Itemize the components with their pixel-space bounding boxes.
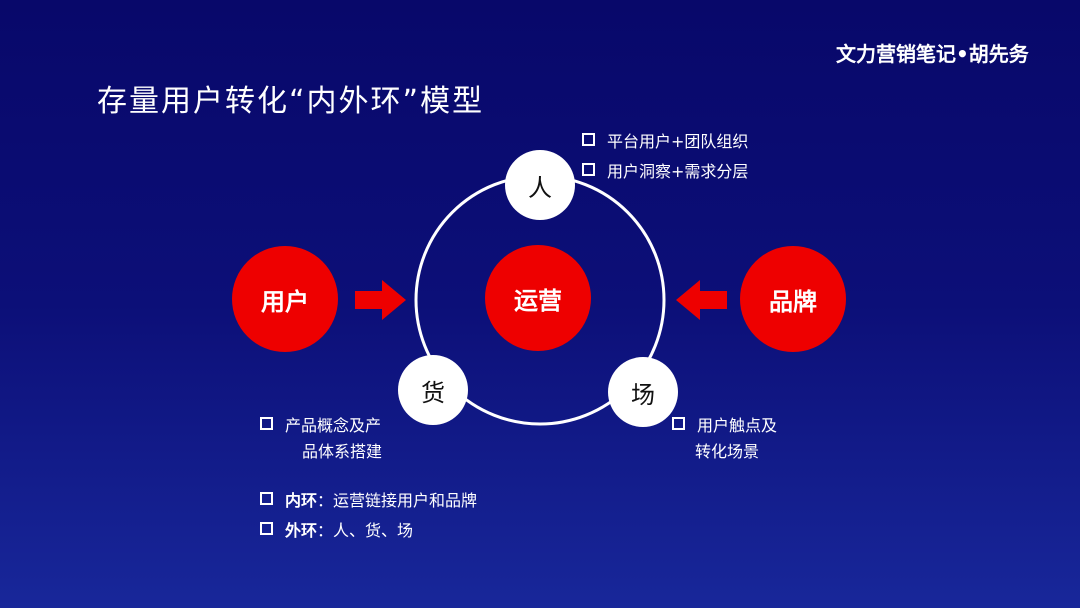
list-item-text: 产品概念及产 xyxy=(285,416,382,435)
checkbox-square-icon xyxy=(260,417,273,430)
list-item-text: 用户洞察+需求分层 xyxy=(607,162,749,181)
list-item-text: 品体系搭建 xyxy=(302,442,383,461)
legend-label: 外环 xyxy=(285,521,318,540)
place-points: 用户触点及 转化场景 xyxy=(672,413,777,465)
list-item: 用户洞察+需求分层 xyxy=(582,157,748,187)
checkbox-square-icon xyxy=(672,417,685,430)
people-points: 平台用户+团队组织 用户洞察+需求分层 xyxy=(582,127,748,187)
separator: ： xyxy=(317,491,334,510)
list-item-text: 平台用户+团队组织 xyxy=(607,132,749,151)
watermark: 文力营销笔记•胡先务 xyxy=(836,42,1029,66)
arrow-left-icon xyxy=(676,280,727,320)
legend: 内环：运营链接用户和品牌 外环：人、货、场 xyxy=(260,486,477,546)
brand-node: 品牌 xyxy=(740,246,846,352)
legend-text: 人、货、场 xyxy=(333,521,414,540)
place-node: 场 xyxy=(608,357,678,427)
page-title: 存量用户转化“内外环”模型 xyxy=(97,84,485,119)
checkbox-square-icon xyxy=(582,133,595,146)
arrow-right-icon xyxy=(355,280,406,320)
people-node: 人 xyxy=(505,150,575,220)
legend-outer: 外环：人、货、场 xyxy=(260,516,477,546)
ops-node: 运营 xyxy=(485,245,591,351)
list-item: 平台用户+团队组织 xyxy=(582,127,748,157)
checkbox-square-icon xyxy=(260,522,273,535)
legend-inner: 内环：运营链接用户和品牌 xyxy=(260,486,477,516)
user-node: 用户 xyxy=(232,246,338,352)
list-item-text: 转化场景 xyxy=(695,442,760,461)
separator: ： xyxy=(317,521,334,540)
list-item-text: 用户触点及 xyxy=(697,416,778,435)
legend-label: 内环 xyxy=(285,491,318,510)
legend-text: 运营链接用户和品牌 xyxy=(333,491,478,510)
checkbox-square-icon xyxy=(260,492,273,505)
checkbox-square-icon xyxy=(582,163,595,176)
goods-points: 产品概念及产 品体系搭建 xyxy=(260,413,382,465)
goods-node: 货 xyxy=(398,355,468,425)
